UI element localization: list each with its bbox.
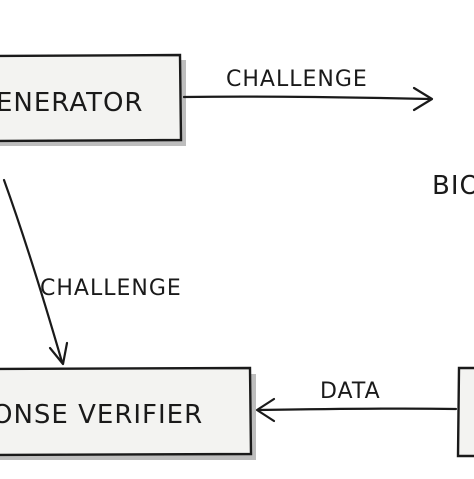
edge-challenge-right: CHALLENGE	[182, 67, 434, 112]
edge-data-left: DATA	[255, 379, 458, 423]
edge-challenge-right-line	[182, 95, 432, 101]
verifier-node: ONSE VERIFIER	[0, 366, 256, 460]
edge-challenge-right-label: CHALLENGE	[226, 67, 368, 92]
edge-challenge-right-arrowhead	[412, 86, 434, 112]
biometric-node: BIO	[432, 171, 474, 458]
edge-challenge-down-label: CHALLENGE	[40, 276, 182, 301]
edge-data-left-line	[256, 407, 458, 412]
generator-node-label: ENERATOR	[0, 88, 144, 118]
biometric-node-label: BIO	[432, 171, 474, 201]
edge-challenge-down-arrowhead	[48, 341, 69, 366]
verifier-node-box	[0, 366, 253, 457]
edge-data-left-arrowhead	[255, 397, 276, 423]
generator-node-box	[0, 53, 183, 143]
edge-challenge-down-line	[2, 178, 64, 364]
generator-node: ENERATOR	[0, 53, 186, 146]
biometric-node-box	[456, 366, 474, 458]
edge-challenge-down: CHALLENGE	[2, 178, 182, 366]
edge-data-left-label: DATA	[320, 379, 381, 404]
verifier-node-label: ONSE VERIFIER	[0, 400, 203, 430]
